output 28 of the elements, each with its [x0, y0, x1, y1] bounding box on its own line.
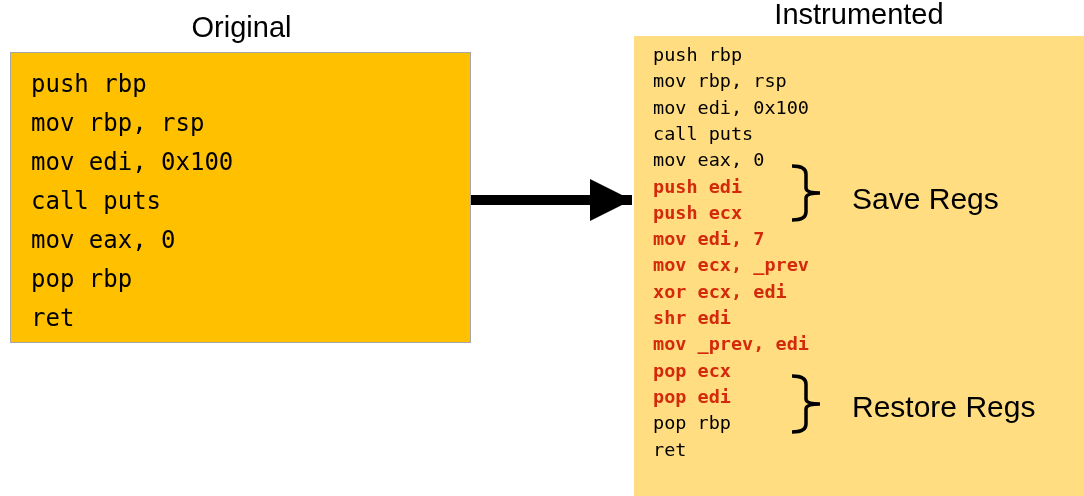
code-line: call puts: [653, 121, 754, 146]
code-line: push edi: [653, 174, 743, 199]
code-line: mov rbp, rsp: [653, 69, 787, 94]
code-line: push rbp: [31, 69, 147, 100]
code-line: call puts: [31, 186, 162, 217]
panel-heading: Original: [190, 11, 293, 44]
code-line: mov edi, 0x100: [31, 147, 234, 178]
code-line: push rbp: [653, 43, 743, 67]
code-line: mov edi, 0x100: [653, 95, 809, 120]
code-line: mov rbp, rsp: [31, 108, 205, 139]
code-line: ret: [31, 303, 75, 334]
code-line: mov eax, 0: [653, 148, 765, 173]
code-line: xor ecx, edi: [653, 279, 787, 304]
code-line: pop rbp: [31, 264, 133, 295]
code-line: ret: [653, 437, 687, 462]
annotation-label: Restore Regs: [852, 390, 1036, 424]
code-line: mov ecx, _prev: [653, 253, 809, 278]
arrow: [471, 179, 632, 221]
code-line: mov _prev, edi: [653, 332, 809, 357]
code-line: shr edi: [653, 306, 731, 330]
code-line: pop edi: [653, 384, 731, 409]
panel-heading: Instrumented: [773, 0, 945, 31]
code-line: pop rbp: [653, 411, 731, 436]
code-line: push ecx: [653, 200, 743, 225]
code-line: mov edi, 7: [653, 227, 765, 252]
annotation-label: Save Regs: [852, 182, 999, 216]
code-line: pop ecx: [653, 358, 731, 383]
code-line: mov eax, 0: [31, 225, 176, 256]
